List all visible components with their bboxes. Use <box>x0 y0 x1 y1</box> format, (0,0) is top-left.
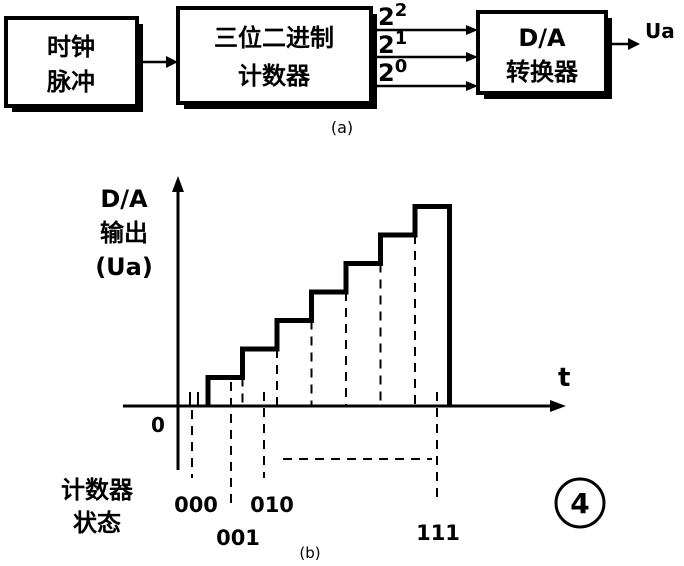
counter-box-line1: 三位二进制 <box>214 24 334 52</box>
clock-pulse-box: 时钟 脉冲 <box>4 16 143 112</box>
arrowhead-clock-to-counter <box>166 56 178 68</box>
state-label-line2: 状态 <box>73 509 121 537</box>
output-label: Ua <box>645 19 675 43</box>
staircase-signal <box>205 204 452 406</box>
caption-b: (b) <box>299 544 320 562</box>
clock-box-line1: 时钟 <box>47 33 95 61</box>
bit-label-1: 21 <box>378 28 407 59</box>
caption-a: (a) <box>331 118 353 137</box>
bit-label-2: 22 <box>378 0 407 31</box>
block-diagram: 时钟 脉冲 三位二进制 计数器 22 21 <box>4 0 675 137</box>
staircase-path <box>205 204 452 406</box>
converter-box-line2: 转换器 <box>506 58 579 86</box>
origin-label: 0 <box>151 413 165 437</box>
state-tick-000: 000 <box>174 493 218 517</box>
x-axis-label: t <box>558 363 570 393</box>
clock-box-line2: 脉冲 <box>46 68 95 96</box>
bit-lines: 22 21 20 <box>371 0 478 91</box>
y-axis-label-line1: D/A <box>100 185 148 213</box>
state-tick-111: 111 <box>416 521 460 545</box>
figure-number: 4 <box>570 487 589 520</box>
binary-counter-box: 三位二进制 计数器 <box>176 6 377 109</box>
y-axis-arrowhead <box>172 176 184 192</box>
state-tick-001: 001 <box>216 526 260 550</box>
state-guides <box>191 382 438 510</box>
converter-box-line1: D/A <box>518 24 566 52</box>
staircase-graph: D/A 输出 (Ua) t 0 000 001 010 111 计数器 状态 <box>61 176 570 562</box>
bit-label-0: 20 <box>378 56 407 87</box>
y-axis-label-line3: (Ua) <box>95 253 153 281</box>
x-axis-arrowhead <box>550 400 566 412</box>
state-tick-010: 010 <box>250 493 294 517</box>
y-axis-label-line2: 输出 <box>100 219 148 247</box>
output-arrowhead <box>628 38 640 50</box>
figure-number-badge: 4 <box>554 477 606 529</box>
state-label-line1: 计数器 <box>61 476 134 504</box>
da-converter-box: D/A 转换器 <box>476 10 612 99</box>
figure-number-circle <box>554 477 606 529</box>
counter-box-line2: 计数器 <box>238 62 311 90</box>
